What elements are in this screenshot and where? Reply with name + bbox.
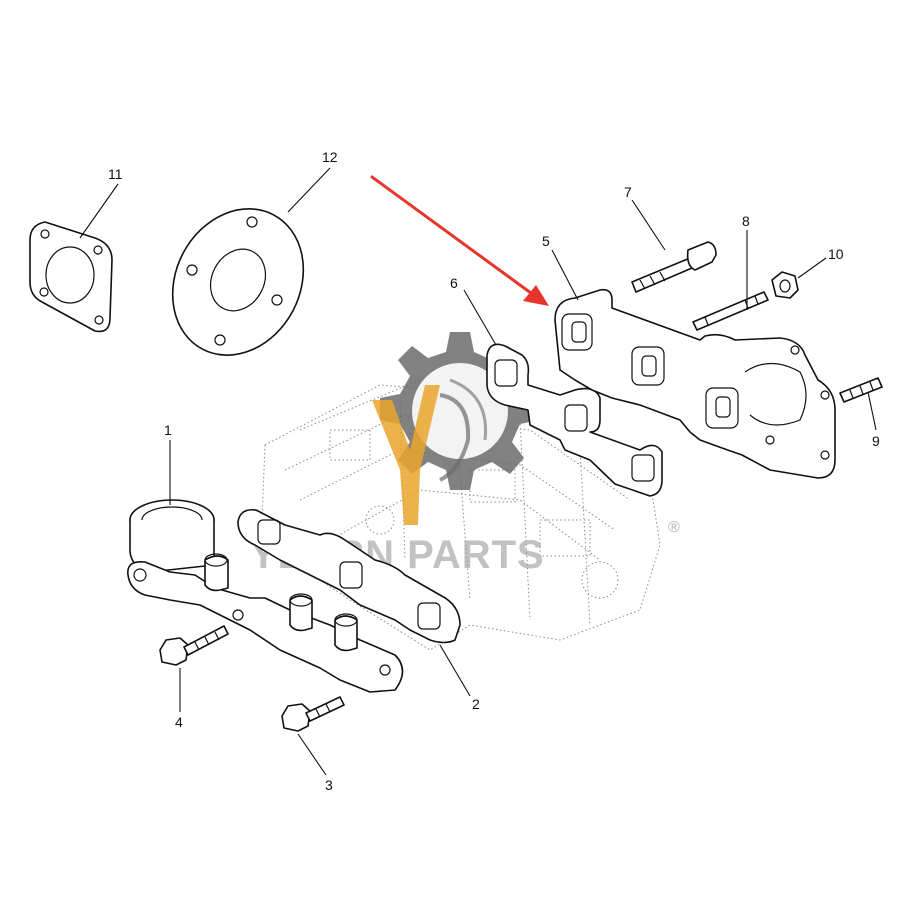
round-flange-gasket <box>171 208 305 356</box>
callout-11: 11 <box>108 166 123 182</box>
exhaust-manifold-front <box>127 499 404 693</box>
exhaust-manifold-rear <box>554 288 836 479</box>
callout-8: 8 <box>742 213 750 229</box>
highlight-arrow <box>370 175 549 306</box>
callout-1: 1 <box>164 422 172 438</box>
manifold-gasket-rear <box>486 343 663 497</box>
short-stud <box>839 377 883 403</box>
square-gasket <box>29 221 113 333</box>
stud-bolt <box>692 291 769 331</box>
brand-y-mark <box>372 385 440 525</box>
callout-6: 6 <box>450 275 458 291</box>
callout-labels: 1 2 3 4 5 6 7 8 9 10 11 12 <box>108 149 880 793</box>
flange-bolt-4 <box>159 625 229 666</box>
callout-3: 3 <box>325 777 333 793</box>
callout-10: 10 <box>828 246 844 262</box>
callout-7: 7 <box>624 184 632 200</box>
long-bolt <box>631 241 717 293</box>
callout-5: 5 <box>542 233 550 249</box>
callout-9: 9 <box>872 433 880 449</box>
leader-lines <box>79 167 877 776</box>
callout-2: 2 <box>472 696 480 712</box>
callout-12: 12 <box>322 149 338 165</box>
flange-bolt-3 <box>281 696 345 732</box>
callout-4: 4 <box>175 714 183 730</box>
manifold-gasket-front <box>237 508 461 644</box>
hex-nut <box>771 271 799 299</box>
registered-mark: ® <box>668 519 680 536</box>
